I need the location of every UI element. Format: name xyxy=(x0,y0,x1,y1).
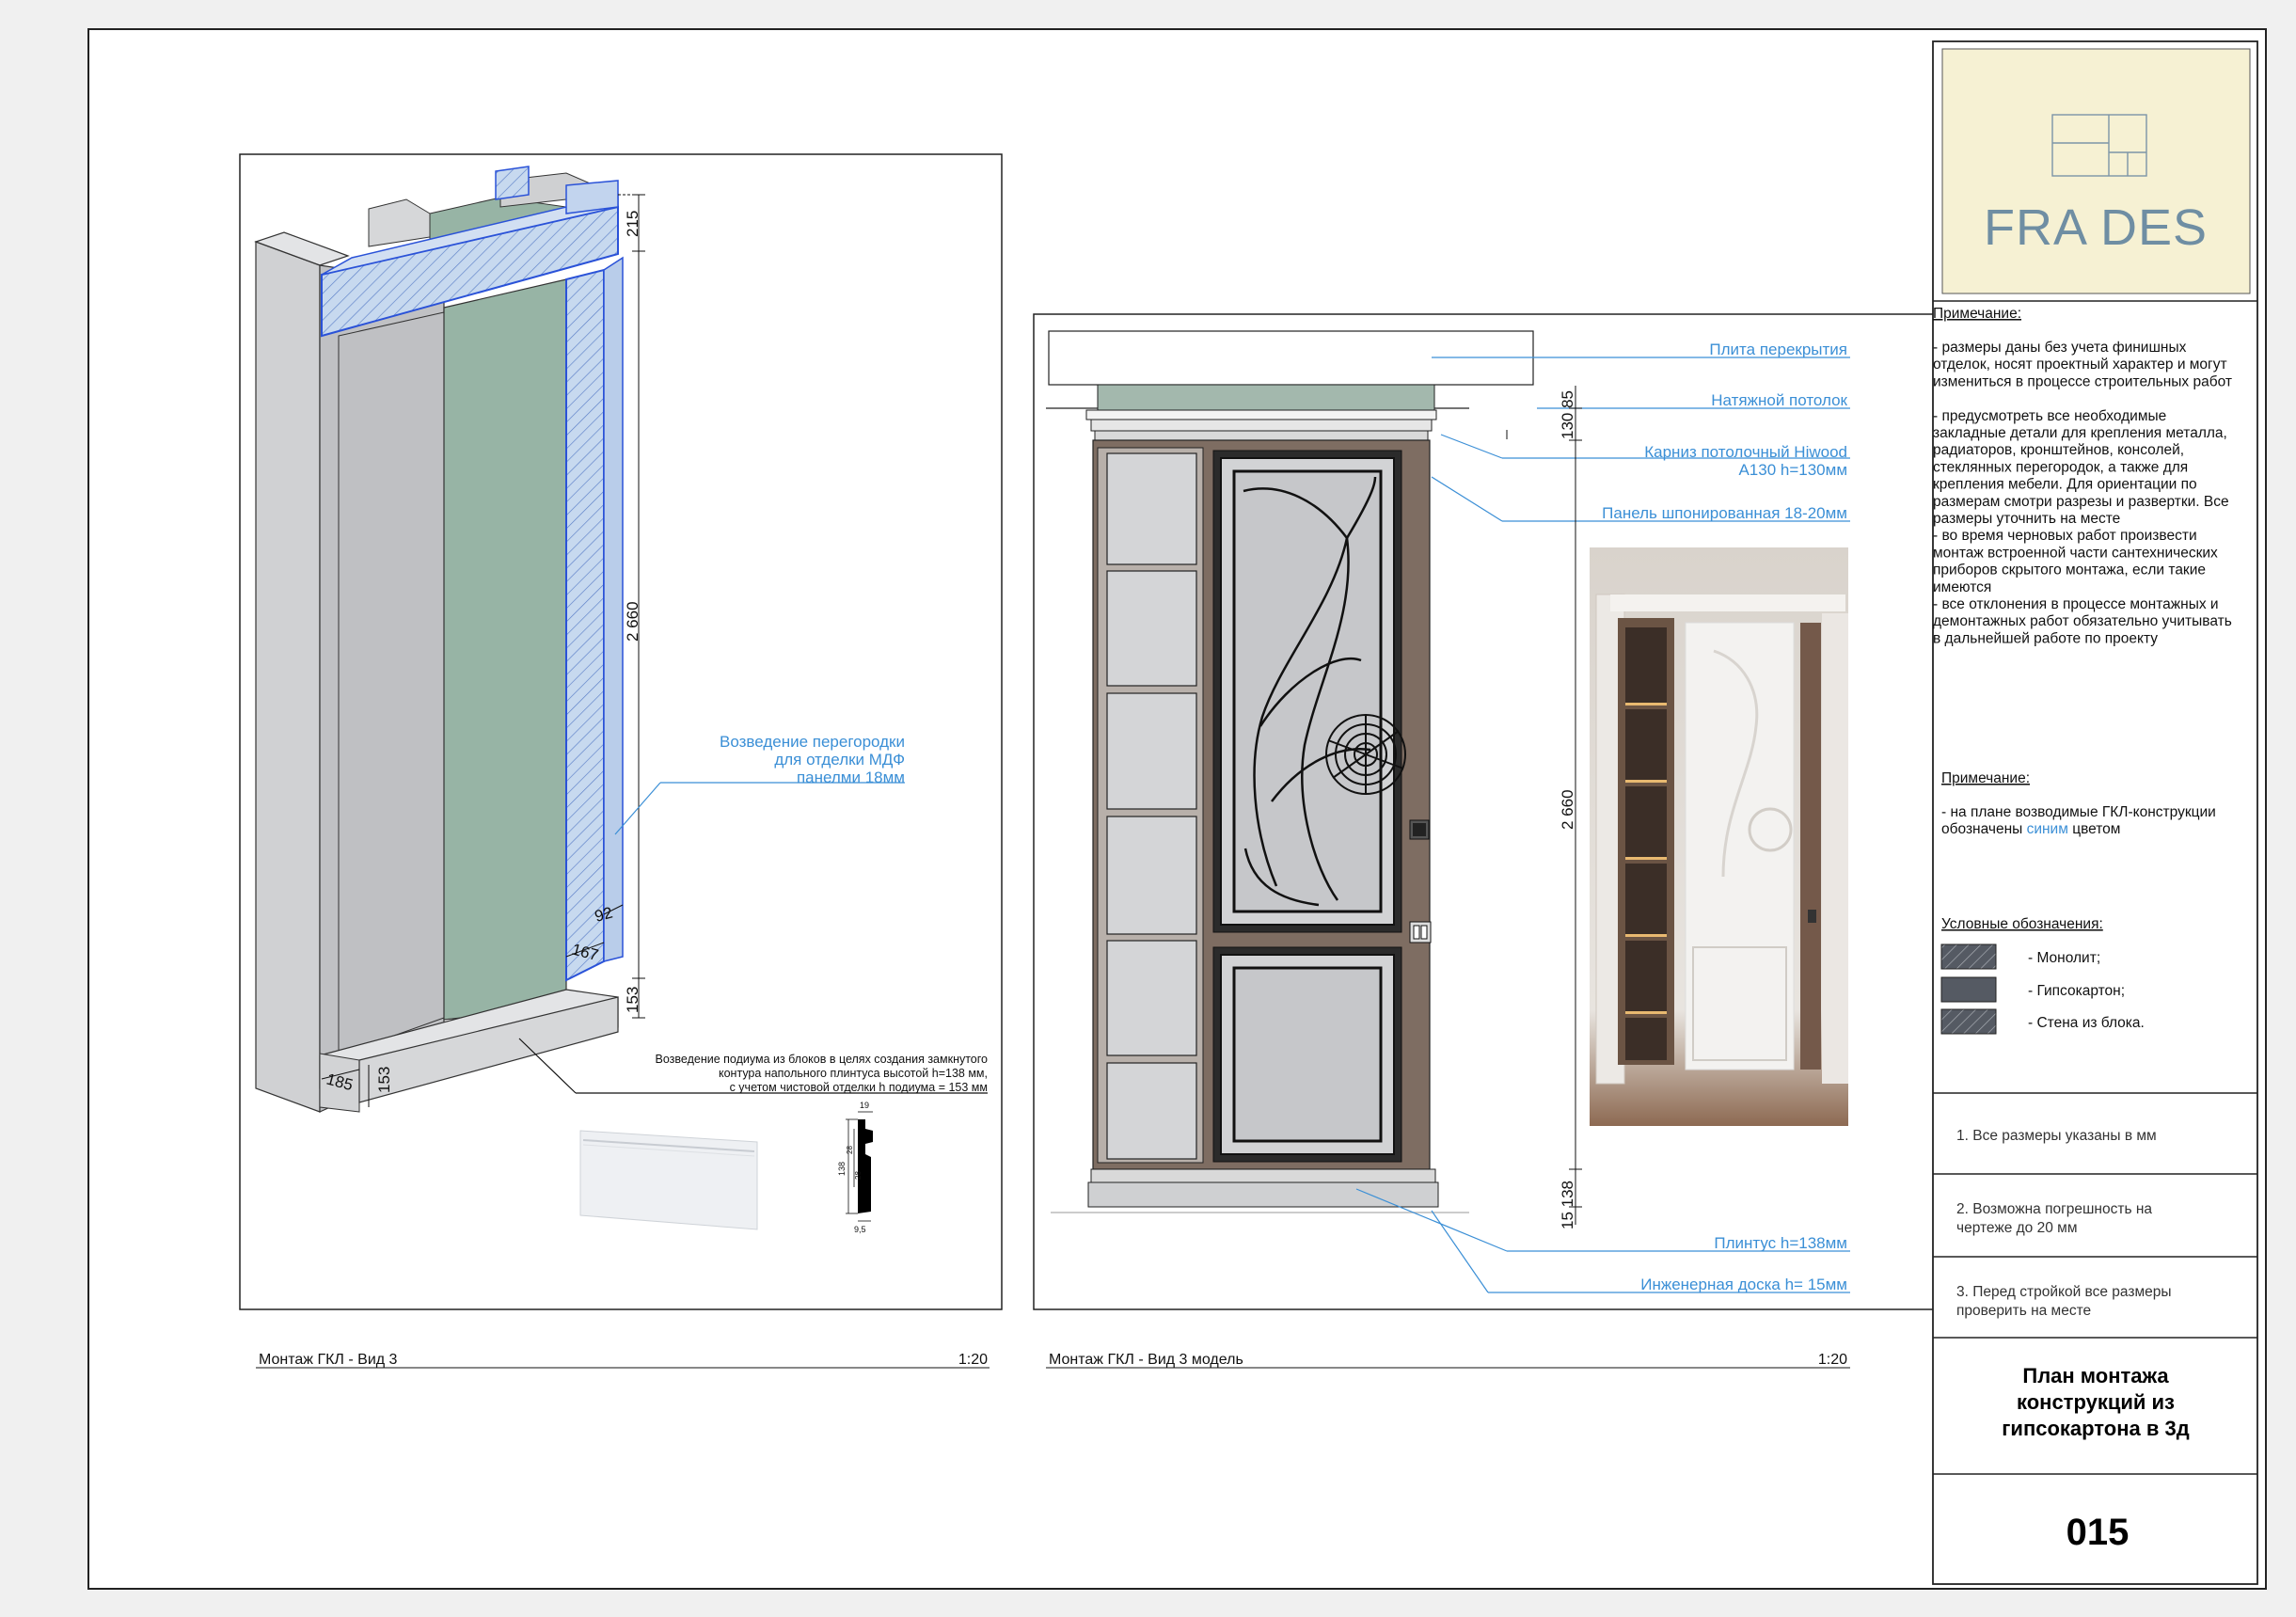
view2-scale: 1:20 xyxy=(1818,1352,1847,1368)
view2-dimensions xyxy=(1506,386,1582,1225)
label-podium-line1: Возведение подиума из блоков в целях соз… xyxy=(656,1053,989,1066)
notes-line: монтаж встроенной части сантехнических xyxy=(1933,545,2218,561)
notes-line: - размеры даны без учета финишных xyxy=(1933,340,2187,356)
label-plinth: Плинтус h=138мм xyxy=(1714,1234,1847,1252)
notes-line: - все отклонения в процессе монтажных и xyxy=(1933,596,2219,612)
label-partition-line1: Возведение перегородки xyxy=(720,733,905,751)
notes-line: радиаторов, кронштейнов, консолей, xyxy=(1933,442,2184,458)
paper-frame: 215 2 660 92 167 153 185 153 Возведение … xyxy=(87,28,2267,1590)
dim-2660: 2 660 xyxy=(624,601,641,642)
notes-line: закладные детали для крепления металла, xyxy=(1933,425,2227,441)
legend-item-block-wall: - Стена из блока. xyxy=(1940,1008,2145,1035)
legend-label-block-wall: - Стена из блока. xyxy=(2028,1015,2145,1031)
legend-item-drywall: - Гипсокартон; xyxy=(1940,976,2125,1003)
profile-dim-28b: 28 xyxy=(854,1171,863,1180)
title-block xyxy=(1932,40,2258,1585)
skirting-profile: 19 138 28 28 9,5 xyxy=(837,1101,873,1234)
notes-line: стеклянных перегородок, а также для xyxy=(1933,459,2188,475)
notes-line: имеются xyxy=(1933,579,1991,595)
sheet-number: 015 xyxy=(2066,1512,2130,1553)
label-board: Инженерная доска h= 15мм xyxy=(1640,1276,1847,1293)
profile-dim-138: 138 xyxy=(837,1162,847,1176)
notes-blue-word: синим xyxy=(2027,821,2068,837)
notes-heading-1: Примечание: xyxy=(1933,306,2021,322)
company-logo: FRA DES xyxy=(1941,48,2251,294)
legend-item-monolith: - Монолит; xyxy=(1940,943,2100,970)
view2-caption: Монтаж ГКЛ - Вид 3 модель xyxy=(1049,1352,1243,1368)
dim-153-left: 153 xyxy=(375,1067,393,1093)
drawing-canvas: 215 2 660 92 167 153 185 153 Возведение … xyxy=(239,40,2258,1585)
dim-v2-bottom: 15 138 xyxy=(1559,1181,1576,1229)
dim-v2-height: 2 660 xyxy=(1559,789,1576,830)
info-1: 1. Все размеры указаны в мм xyxy=(1956,1128,2157,1144)
notes-line-gkl-2: обозначены синим цветом xyxy=(1941,821,2120,837)
notes-line: крепления мебели. Для ориентации по xyxy=(1933,477,2197,493)
notes-line: приборов скрытого монтажа, если такие xyxy=(1933,563,2206,579)
label-cornice-line2: A130 h=130мм xyxy=(1738,461,1847,479)
notes-line: измениться в процессе строительных работ xyxy=(1933,373,2232,389)
view1-caption: Монтаж ГКЛ - Вид 3 xyxy=(259,1352,398,1368)
legend-label-monolith: - Монолит; xyxy=(2028,950,2100,966)
legend-label-drywall: - Гипсокартон; xyxy=(2028,983,2125,999)
view1-podium-leader xyxy=(518,1038,988,1094)
view1-partition-leader xyxy=(614,782,905,835)
label-cornice-line1: Карниз потолочный Hiwood xyxy=(1644,443,1847,461)
sheet-title-line1: План монтажа xyxy=(2022,1364,2169,1387)
profile-dim-9-5: 9,5 xyxy=(854,1225,866,1234)
cabinet-model xyxy=(1051,409,1469,1213)
info-2-line1: 2. Возможна погрешность на xyxy=(1956,1201,2152,1217)
logo-text: FRA DES xyxy=(1984,199,2208,256)
notes-line: размерам смотри разрезы и развертки. Все xyxy=(1933,494,2229,510)
dim-215: 215 xyxy=(624,211,641,237)
reference-photo xyxy=(1590,547,1848,1126)
notes-heading-2: Примечание: xyxy=(1941,770,2030,786)
info-3-line2: проверить на месте xyxy=(1956,1303,2091,1319)
notes-line-gkl-1: - на плане возводимые ГКЛ-конструкции xyxy=(1941,804,2216,820)
view1-isometric-model xyxy=(254,166,624,1113)
notes-line: отделок, носят проектный характер и могу… xyxy=(1933,357,2227,373)
label-partition-line2: для отделки МДФ xyxy=(774,751,905,769)
notes-line: демонтажных работ обязательно учитывать xyxy=(1933,613,2232,629)
label-panel: Панель шпонированная 18-20мм xyxy=(1602,504,1847,522)
view2-leaders xyxy=(1355,357,1850,1293)
view1-scale: 1:20 xyxy=(958,1352,988,1368)
notes-line-gkl-2-post: цветом xyxy=(2068,821,2121,837)
notes-list: - размеры даны без учета финишныхотделок… xyxy=(1933,340,2232,646)
info-3-line1: 3. Перед стройкой все размеры xyxy=(1956,1284,2171,1300)
label-partition-line3: панелми 18мм xyxy=(797,769,905,786)
sheet-title-line3: гипсокартона в 3д xyxy=(2002,1417,2189,1440)
dim-v2-top: 130 85 xyxy=(1559,390,1576,439)
label-podium-line3: с учетом чистовой отделки h подиума = 15… xyxy=(730,1081,988,1094)
label-slab: Плита перекрытия xyxy=(1709,341,1847,358)
notes-line: - во время черновых работ произвести xyxy=(1933,528,2197,544)
info-2-line2: чертеже до 20 мм xyxy=(1956,1220,2077,1236)
legend-heading: Условные обозначения: xyxy=(1941,916,2103,932)
notes-line: размеры уточнить на месте xyxy=(1933,511,2120,527)
dim-92: 92 xyxy=(593,904,614,926)
label-podium-line2: контура напольного плинтуса высотой h=13… xyxy=(719,1067,988,1080)
dim-153-right: 153 xyxy=(624,987,641,1013)
ceiling-green xyxy=(1097,384,1435,411)
notes-line-gkl-2-pre: обозначены xyxy=(1941,821,2027,837)
view1-dimensions xyxy=(321,194,645,1107)
notes-line: - предусмотреть все необходимые xyxy=(1933,408,2166,424)
sheet-title-line2: конструкций из xyxy=(2017,1390,2175,1414)
profile-dim-19: 19 xyxy=(860,1101,869,1110)
skirting-sample xyxy=(579,1130,758,1230)
notes-line: в дальнейшей работе по проекту xyxy=(1933,630,2158,646)
label-ceiling: Натяжной потолок xyxy=(1711,391,1847,409)
profile-dim-28a: 28 xyxy=(846,1146,854,1154)
